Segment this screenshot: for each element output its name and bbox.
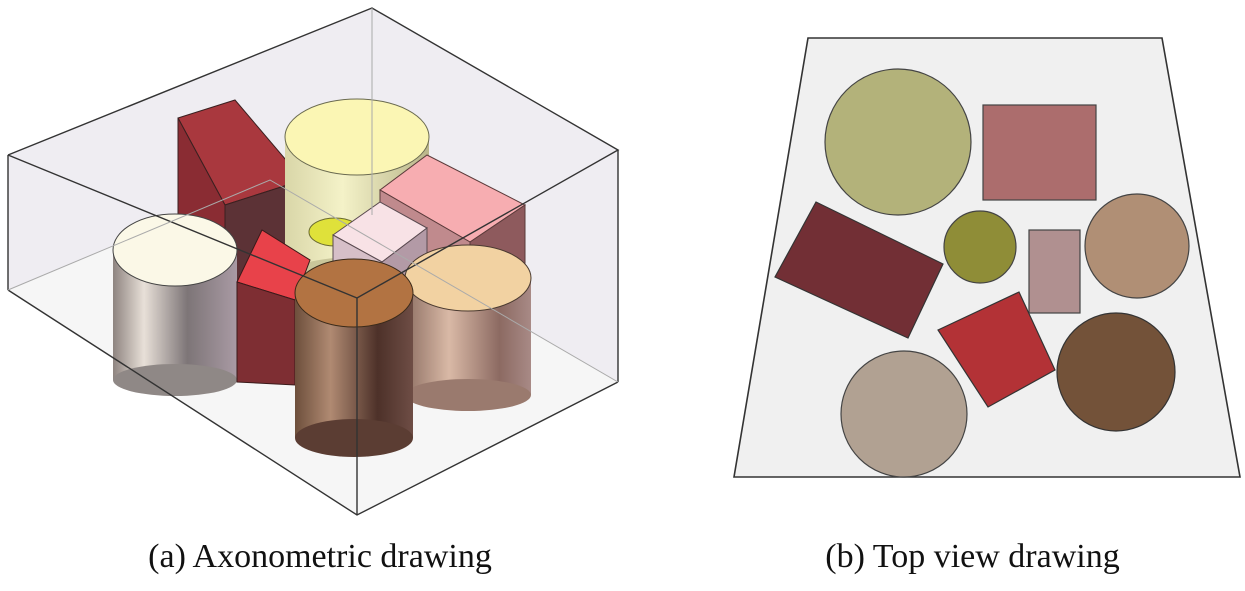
taupe-circle <box>840 350 968 478</box>
small-olive-circle <box>943 210 1017 284</box>
brown-circle <box>1056 312 1176 432</box>
tan-circle <box>1084 193 1190 299</box>
caption-axonometric: (a) Axonometric drawing <box>148 538 492 575</box>
axonometric-drawing <box>7 7 620 516</box>
white-cylinder <box>112 213 238 396</box>
pink-gray-rectangle <box>1028 229 1081 314</box>
brown-cylinder <box>294 258 414 457</box>
peach-cylinder <box>404 244 532 411</box>
bright-red-rectangle <box>937 291 1056 408</box>
top-view-drawing <box>733 37 1241 478</box>
dark-red-rectangle <box>774 201 944 339</box>
bright-red-box <box>236 229 311 386</box>
box-wireframe <box>7 7 620 516</box>
mauve-square <box>982 104 1097 201</box>
large-olive-circle <box>824 68 972 216</box>
top-view-panel: (b) Top view drawing <box>700 0 1245 591</box>
axonometric-panel: (a) Axonometric drawing <box>7 7 620 575</box>
caption-top-view: (b) Top view drawing <box>825 538 1120 575</box>
